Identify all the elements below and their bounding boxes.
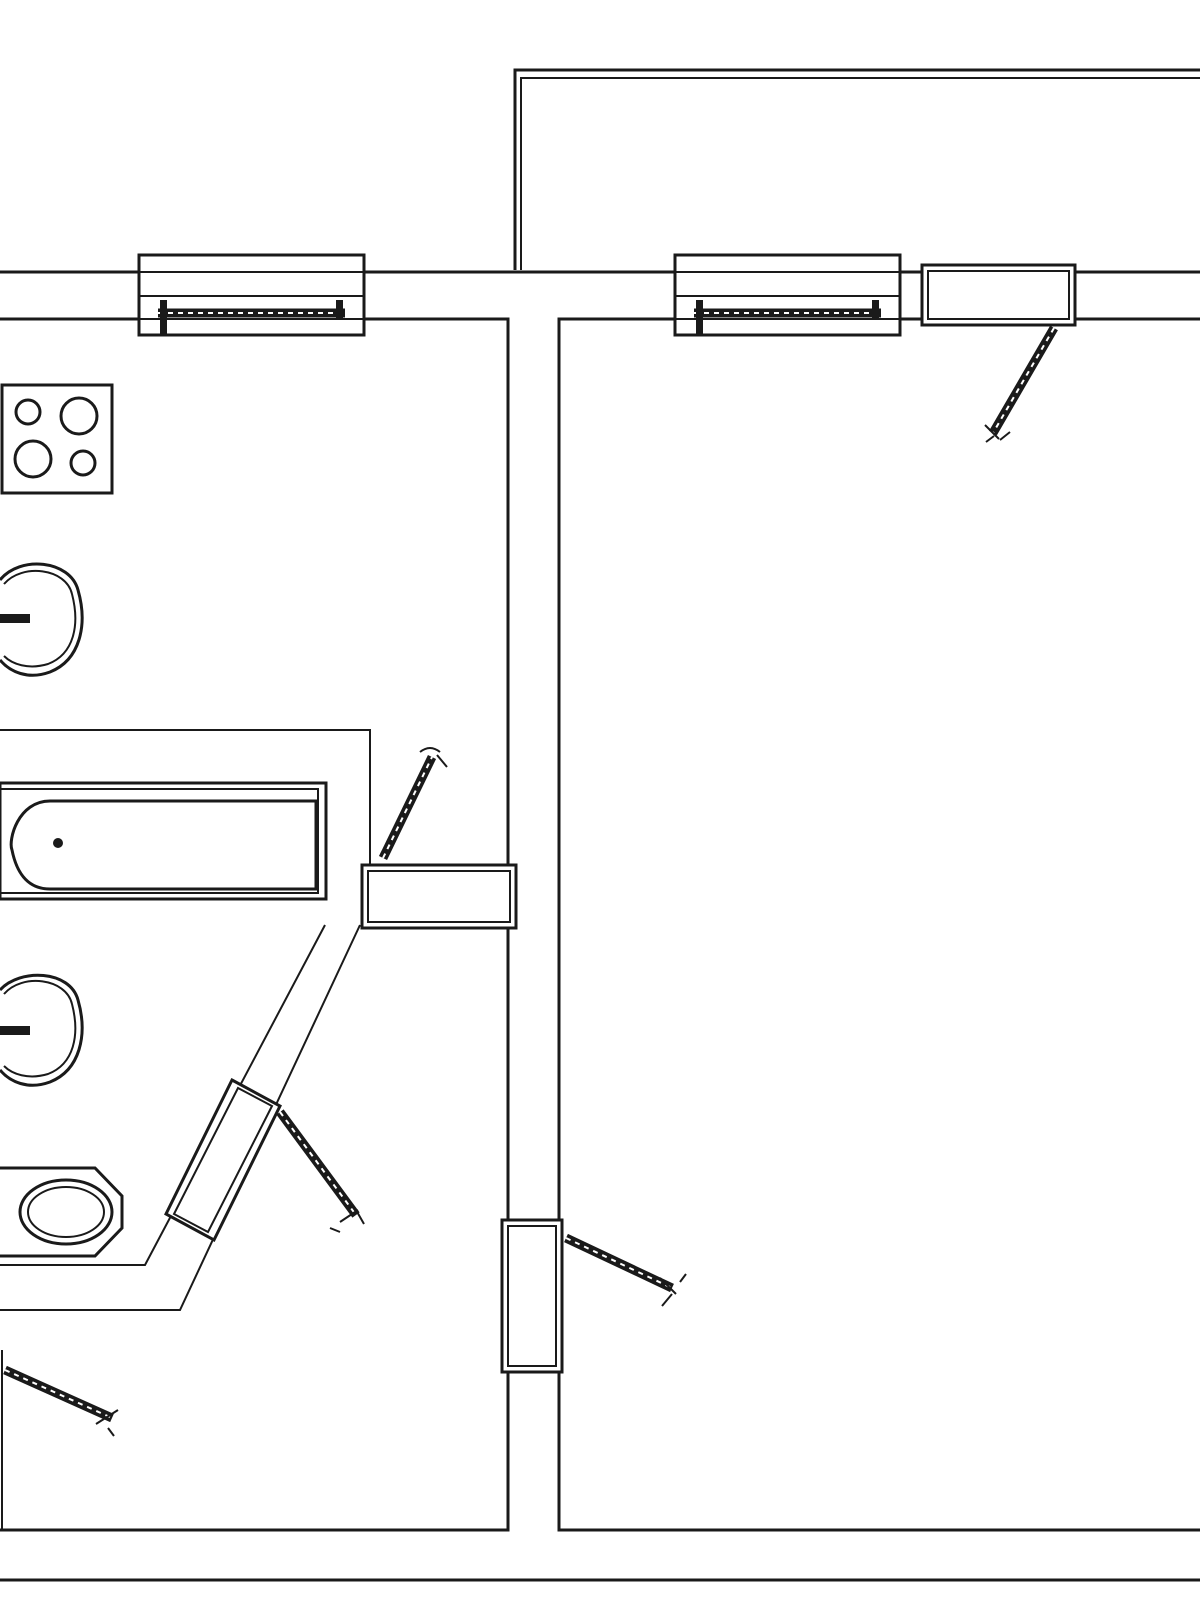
balcony-door	[920, 263, 1077, 443]
bathroom-partition	[0, 729, 371, 1311]
hall-door	[1, 1350, 119, 1530]
room-right-walls	[557, 317, 1200, 1532]
room-door	[500, 1218, 687, 1374]
bathtub	[0, 781, 328, 901]
sink-upper	[0, 562, 84, 677]
sink-lower	[0, 973, 84, 1087]
diagonal-door	[164, 1077, 365, 1243]
bathroom-door	[360, 747, 518, 930]
balcony	[513, 68, 1200, 270]
window-right	[673, 253, 902, 337]
window-left	[137, 253, 366, 337]
toilet	[0, 1166, 124, 1258]
cooktop	[0, 383, 114, 495]
